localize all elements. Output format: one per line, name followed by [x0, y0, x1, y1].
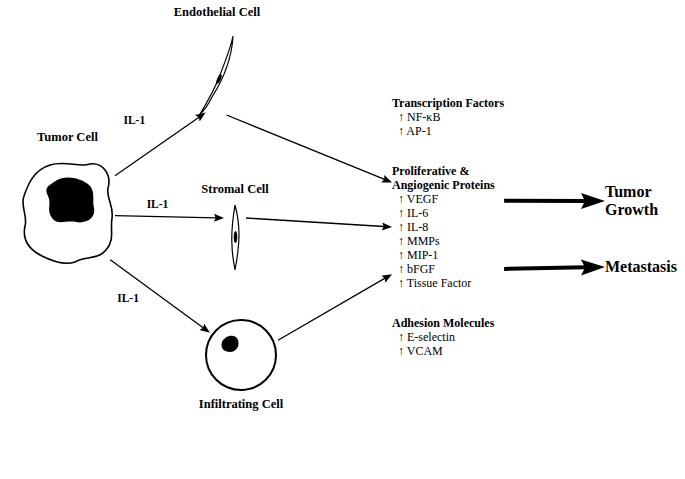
tumor-outline [20, 160, 115, 265]
infiltrating-cell: Infiltrating Cell [204, 318, 278, 392]
group-heading: Transcription Factors [392, 96, 504, 110]
cell-membrane [200, 36, 233, 114]
cell-label: Infiltrating Cell [199, 397, 283, 412]
stroma-outline [224, 205, 246, 270]
outcome-text: Metastasis [605, 258, 683, 276]
arrow-connector [246, 218, 392, 230]
cell-nucleus [221, 336, 238, 352]
list-item: ↑ IL-6 [392, 206, 504, 220]
outcome-text: Tumor Growth [605, 183, 675, 219]
stromal-cell: Stromal Cell [224, 205, 246, 270]
list-item: ↑ AP-1 [392, 124, 504, 138]
cell-nucleus [215, 74, 222, 85]
outcome-label: Tumor Growth [605, 183, 675, 219]
list-item: ↑ MIP-1 [392, 248, 504, 262]
arrowhead [381, 274, 392, 282]
cell-label: Stromal Cell [201, 182, 268, 197]
list-item: ↑ bFGF [392, 262, 504, 276]
thick-arrow [504, 193, 605, 209]
arrow-connector [110, 260, 210, 333]
connector-line [504, 267, 586, 269]
edge-label: IL-1 [115, 292, 141, 305]
edge-label: IL-1 [145, 198, 171, 211]
arrow-connector [115, 113, 206, 176]
cell-membrane [232, 205, 239, 270]
arrowhead [199, 324, 209, 333]
edge-label: IL-1 [121, 114, 147, 127]
list-item: ↑ E-selectin [392, 330, 504, 344]
list-item: ↑ Tissue Factor [392, 276, 504, 290]
protein-list: Transcription Factors↑ NF-κB↑ AP-1Prolif… [392, 96, 504, 358]
thick-arrow [504, 259, 605, 275]
outcome-label: Metastasis [605, 258, 683, 276]
cell-membrane [23, 163, 112, 263]
connector-line [278, 278, 385, 340]
group-heading: Adhesion Molecules [392, 316, 504, 330]
arrow-connector [115, 214, 224, 222]
cell-nucleus [234, 231, 238, 243]
list-item: ↑ NF-κB [392, 110, 504, 124]
connector-line [227, 115, 385, 179]
group-heading: Proliferative & Angiogenic Proteins [392, 164, 504, 192]
list-item: ↑ IL-8 [392, 220, 504, 234]
cell-label: Tumor Cell [37, 130, 98, 145]
arrowhead [581, 259, 605, 275]
arrow-connector [278, 274, 392, 340]
cell-nucleus [46, 178, 94, 223]
list-item: ↑ VEGF [392, 192, 504, 206]
arrow-connector [227, 115, 393, 182]
arrowhead [581, 193, 605, 209]
arrowhead [381, 175, 392, 182]
arrowhead [382, 222, 392, 230]
connector-line [246, 218, 384, 227]
cell-label: Endothelial Cell [174, 5, 260, 20]
endo-outline [198, 35, 236, 115]
cell-membrane [206, 320, 276, 390]
arrowhead [214, 214, 224, 222]
tumor-cell: Tumor Cell [20, 160, 115, 265]
connector-line [110, 260, 203, 328]
connector-line [115, 216, 216, 218]
list-item: ↑ MMPs [392, 234, 504, 248]
infil-outline [204, 318, 278, 392]
list-item: ↑ VCAM [392, 344, 504, 358]
connector-line [504, 199, 586, 203]
endothelial-cell: Endothelial Cell [198, 35, 236, 115]
